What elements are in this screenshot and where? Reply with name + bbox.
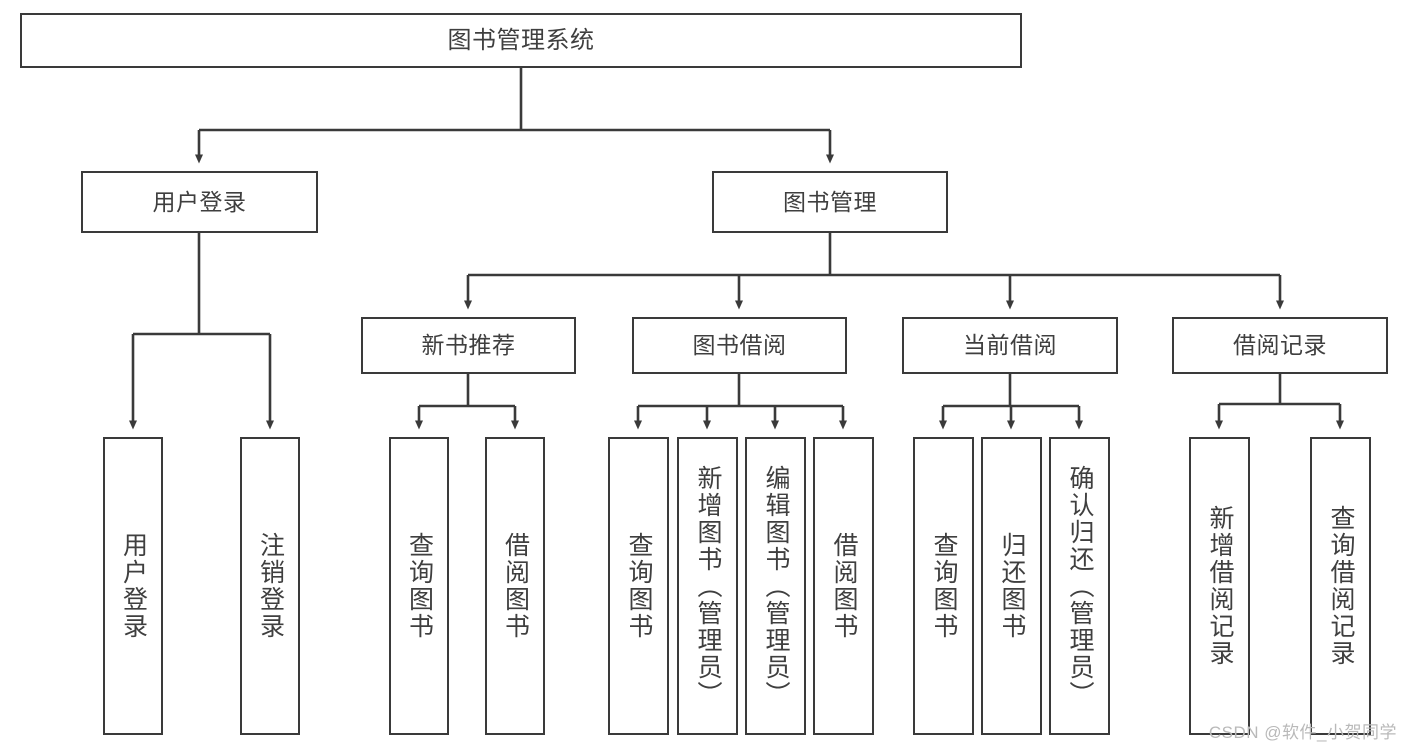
node-book-management[interactable]: 图书管理 — [712, 171, 948, 233]
leaf-user-login-label: 用户登录 — [119, 532, 148, 640]
node-book-borrow[interactable]: 图书借阅 — [632, 317, 847, 374]
node-root[interactable]: 图书管理系统 — [20, 13, 1022, 68]
node-root-label: 图书管理系统 — [447, 26, 595, 54]
leaf-query-book-label: 查询图书 — [625, 532, 653, 640]
csdn-watermark: CSDN @软件_小贺同学 — [1208, 723, 1397, 742]
node-current-borrow-label: 当前借阅 — [963, 332, 1057, 359]
leaf-user-logout[interactable]: 注销登录 — [240, 437, 300, 735]
leaf-query-borrow-record-label: 查询借阅记录 — [1327, 505, 1355, 667]
leaf-borrow-book-label: 借阅图书 — [830, 532, 858, 640]
leaf-add-book-admin[interactable]: 新增图书（管理员） — [677, 437, 738, 735]
leaf-add-borrow-record[interactable]: 新增借阅记录 — [1189, 437, 1250, 735]
leaf-borrow-book-recommend[interactable]: 借阅图书 — [485, 437, 545, 735]
node-book-management-label: 图书管理 — [783, 188, 877, 215]
leaf-query-book-current[interactable]: 查询图书 — [913, 437, 974, 735]
leaf-query-book-recommend[interactable]: 查询图书 — [389, 437, 449, 735]
node-user-login-label: 用户登录 — [152, 188, 247, 215]
leaf-confirm-return-admin[interactable]: 确认归还（管理员） — [1049, 437, 1110, 735]
leaf-query-book-current-label: 查询图书 — [930, 532, 958, 640]
leaf-add-borrow-record-label: 新增借阅记录 — [1206, 505, 1234, 667]
leaf-return-book-label: 归还图书 — [998, 532, 1026, 640]
leaf-user-logout-label: 注销登录 — [256, 532, 285, 640]
leaf-confirm-return-admin-label: 确认归还（管理员） — [1066, 464, 1094, 708]
leaf-query-book-recommend-label: 查询图书 — [405, 532, 434, 640]
node-borrow-records-label: 借阅记录 — [1233, 332, 1327, 359]
node-user-login[interactable]: 用户登录 — [81, 171, 318, 233]
leaf-edit-book-admin[interactable]: 编辑图书（管理员） — [745, 437, 806, 735]
node-new-book-recommend[interactable]: 新书推荐 — [361, 317, 576, 374]
leaf-query-borrow-record[interactable]: 查询借阅记录 — [1310, 437, 1371, 735]
node-new-book-recommend-label: 新书推荐 — [421, 332, 516, 359]
node-borrow-records[interactable]: 借阅记录 — [1172, 317, 1388, 374]
leaf-borrow-book-recommend-label: 借阅图书 — [501, 532, 530, 640]
leaf-add-book-admin-label: 新增图书（管理员） — [694, 464, 722, 708]
node-current-borrow[interactable]: 当前借阅 — [902, 317, 1118, 374]
leaf-query-book[interactable]: 查询图书 — [608, 437, 669, 735]
leaf-user-login[interactable]: 用户登录 — [103, 437, 163, 735]
leaf-edit-book-admin-label: 编辑图书（管理员） — [762, 464, 790, 708]
node-book-borrow-label: 图书借阅 — [692, 332, 787, 359]
leaf-borrow-book[interactable]: 借阅图书 — [813, 437, 874, 735]
leaf-return-book[interactable]: 归还图书 — [981, 437, 1042, 735]
